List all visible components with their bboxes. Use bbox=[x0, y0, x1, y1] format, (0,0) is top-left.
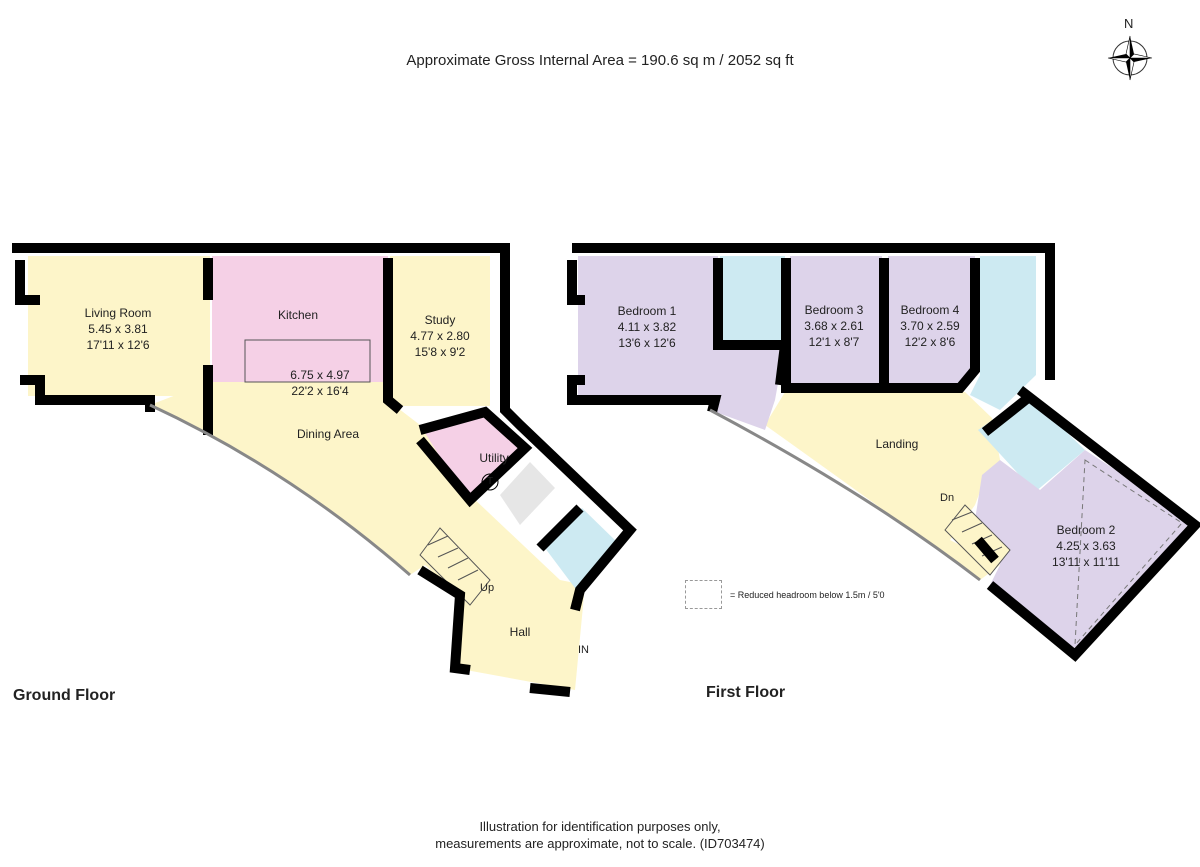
ensuite-1-area bbox=[720, 256, 785, 341]
disclaimer-line-2: measurements are approximate, not to sca… bbox=[435, 836, 765, 851]
room-bedroom-4: Bedroom 4 3.70 x 2.59 12'2 x 8'6 bbox=[900, 302, 959, 350]
room-kitchen-size: 6.75 x 4.97 22'2 x 16'4 bbox=[290, 367, 349, 399]
stairs-up-label: Up bbox=[480, 582, 495, 594]
room-imperial: 12'1 x 8'7 bbox=[808, 335, 860, 349]
bathroom-area bbox=[970, 256, 1036, 410]
dashed-box-swatch bbox=[685, 580, 722, 609]
tank-icon bbox=[481, 473, 499, 491]
room-hall: Hall bbox=[509, 625, 531, 639]
room-metric: 6.75 x 4.97 bbox=[290, 368, 350, 382]
room-bedroom-1: Bedroom 1 4.11 x 3.82 13'6 x 12'6 bbox=[618, 303, 677, 351]
room-imperial: 15'8 x 9'2 bbox=[414, 345, 466, 359]
stairs-down-label: Dn bbox=[940, 492, 955, 504]
ground-walls bbox=[12, 243, 637, 697]
dining-hall-area bbox=[150, 382, 585, 690]
room-name: Living Room bbox=[84, 306, 152, 320]
bedroom-4-area bbox=[888, 256, 975, 386]
room-name: Bedroom 1 bbox=[617, 304, 677, 318]
room-name: Bedroom 4 bbox=[900, 303, 960, 317]
room-imperial: 12'2 x 8'6 bbox=[904, 335, 956, 349]
landing-area bbox=[765, 392, 1002, 580]
room-study: Study 4.77 x 2.80 15'8 x 9'2 bbox=[410, 312, 469, 360]
first-walls bbox=[567, 243, 1200, 662]
room-metric: 4.25 x 3.63 bbox=[1056, 539, 1116, 553]
gross-area-title: Approximate Gross Internal Area = 190.6 … bbox=[406, 52, 794, 69]
compass-north-label: N bbox=[1124, 16, 1134, 31]
legend-text: = Reduced headroom below 1.5m / 5'0 bbox=[730, 589, 885, 600]
room-metric: 5.45 x 3.81 bbox=[88, 322, 148, 336]
room-imperial: 17'11 x 12'6 bbox=[86, 338, 150, 352]
room-imperial: 13'6 x 12'6 bbox=[618, 336, 676, 350]
room-utility: Utility bbox=[479, 451, 509, 465]
room-bedroom-3: Bedroom 3 3.68 x 2.61 12'1 x 8'7 bbox=[804, 302, 863, 350]
curved-window bbox=[149, 403, 411, 577]
room-kitchen-name: Kitchen bbox=[277, 308, 319, 322]
room-name: Bedroom 3 bbox=[804, 303, 864, 317]
first-floor-title: First Floor bbox=[706, 684, 786, 701]
room-metric: 3.68 x 2.61 bbox=[804, 319, 864, 333]
headroom-legend: = Reduced headroom below 1.5m / 5'0 bbox=[685, 580, 885, 609]
room-name: Bedroom 2 bbox=[1056, 523, 1116, 537]
tank-label: T bbox=[486, 476, 494, 487]
cupboard-area bbox=[500, 462, 555, 525]
reduced-headroom-zone bbox=[1074, 459, 1183, 647]
kitchen-island bbox=[244, 339, 371, 383]
first-floor-drawing bbox=[567, 243, 1200, 662]
curved-window bbox=[709, 408, 981, 582]
kitchen-area bbox=[212, 256, 388, 382]
study-area bbox=[390, 256, 490, 406]
ground-floor-title: Ground Floor bbox=[13, 687, 116, 704]
room-imperial: 13'11 x 11'11 bbox=[1052, 555, 1120, 569]
utility-area bbox=[422, 412, 525, 502]
room-metric: 4.77 x 2.80 bbox=[410, 329, 470, 343]
ground-floor-drawing bbox=[12, 243, 637, 697]
disclaimer-line-1: Illustration for identification purposes… bbox=[479, 819, 721, 834]
bedroom-2-area bbox=[975, 450, 1192, 652]
compass-icon bbox=[1107, 35, 1153, 81]
bedroom-3-area bbox=[790, 256, 882, 386]
room-dining-area: Dining Area bbox=[296, 427, 360, 441]
bedroom-1-area bbox=[578, 256, 785, 430]
room-imperial: 22'2 x 16'4 bbox=[291, 384, 349, 398]
entrance-label: IN bbox=[578, 644, 589, 656]
room-metric: 4.11 x 3.82 bbox=[617, 320, 677, 334]
disclaimer: Illustration for identification purposes… bbox=[435, 818, 765, 852]
room-metric: 3.70 x 2.59 bbox=[900, 319, 960, 333]
room-name: Study bbox=[424, 313, 456, 327]
room-bedroom-2: Bedroom 2 4.25 x 3.63 13'11 x 11'11 bbox=[1052, 522, 1120, 570]
room-living-room: Living Room 5.45 x 3.81 17'11 x 12'6 bbox=[85, 305, 152, 353]
room-landing: Landing bbox=[875, 437, 919, 451]
living-room-area bbox=[28, 256, 210, 396]
